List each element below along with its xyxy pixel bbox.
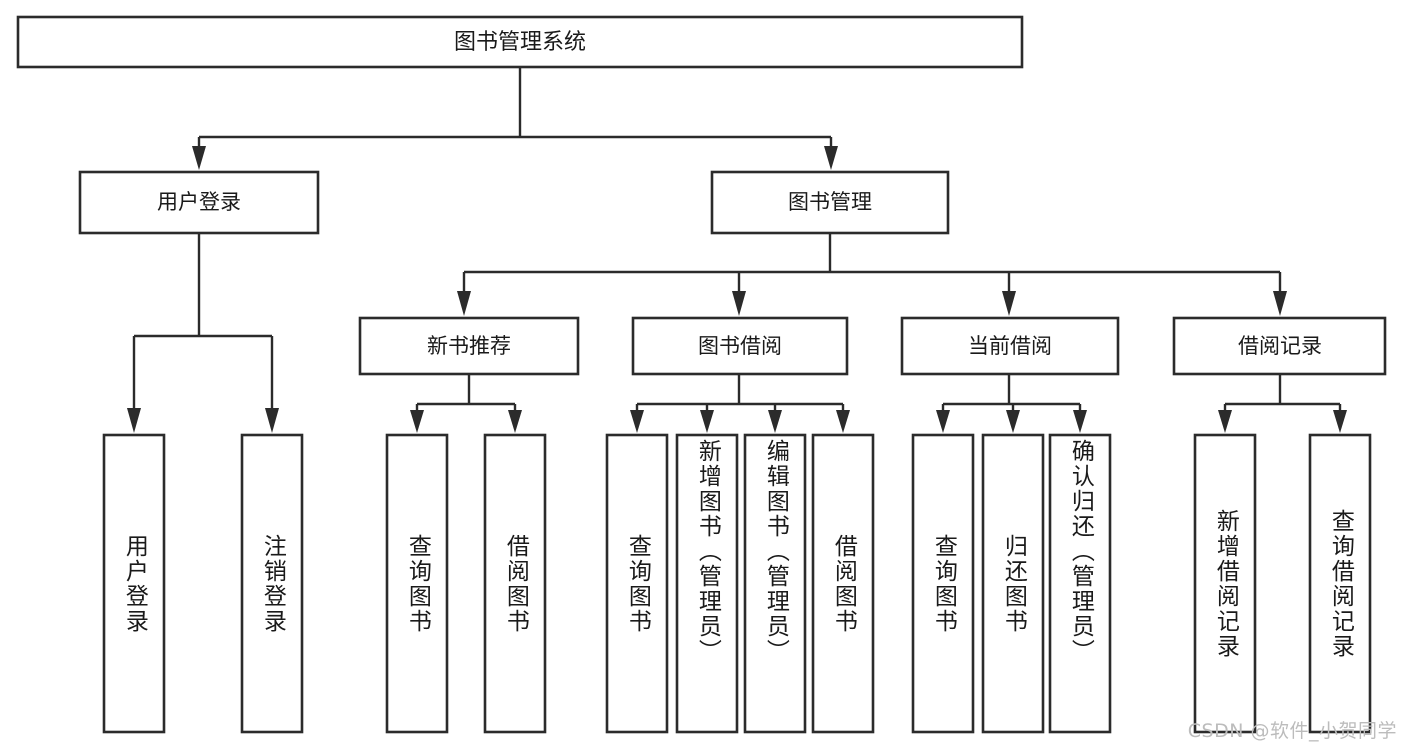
node-book-borrow-label: 图书借阅	[698, 334, 782, 358]
connectors-new-book-to-leaves	[410, 374, 522, 433]
node-current-borrow-label: 当前借阅	[968, 334, 1052, 358]
leaf-boxes	[102, 433, 1372, 734]
leaf-confirm-return-admin-box[interactable]	[1048, 433, 1112, 734]
node-user-login-label: 用户登录	[157, 190, 241, 214]
watermark-text: CSDN @软件_小贺同学	[1187, 720, 1397, 742]
arrow-book-borrow	[732, 291, 746, 316]
arrow-borrow-record	[1273, 291, 1287, 316]
arrow-current-borrow	[1002, 291, 1016, 316]
arrow-leaf-query-book-rec	[410, 410, 424, 433]
connectors-root-to-level1	[192, 67, 838, 170]
node-book-manage-box[interactable]	[710, 170, 950, 235]
leaf-query-book-borrow-box[interactable]	[605, 433, 669, 734]
node-user-login[interactable]: 用户登录	[78, 170, 320, 235]
node-book-manage[interactable]: 图书管理	[710, 170, 950, 235]
arrow-leaf-confirm-return-admin	[1073, 410, 1087, 433]
node-root-label: 图书管理系统	[454, 30, 586, 55]
arrow-leaf-query-book-borrow	[630, 410, 644, 433]
connectors-book-manage-to-level2	[457, 233, 1287, 316]
node-book-manage-label: 图书管理	[788, 190, 872, 214]
arrow-user-login	[192, 146, 206, 170]
node-book-borrow-box[interactable]	[631, 316, 849, 376]
leaf-borrow-book-rec-box[interactable]	[483, 433, 547, 734]
leaf-edit-book-admin-box[interactable]	[743, 433, 807, 734]
connectors-borrow-record-to-leaves	[1218, 374, 1347, 433]
node-root[interactable]: 图书管理系统	[16, 15, 1024, 69]
leaf-return-book-box[interactable]	[981, 433, 1045, 734]
node-borrow-record-box[interactable]	[1172, 316, 1387, 376]
leaf-query-borrow-record-box[interactable]	[1308, 433, 1372, 734]
connectors-book-borrow-to-leaves	[630, 374, 850, 433]
leaf-user-login-box[interactable]	[102, 433, 166, 734]
node-book-borrow[interactable]: 图书借阅	[631, 316, 849, 376]
connectors-current-borrow-to-leaves	[936, 374, 1087, 433]
arrow-leaf-add-borrow-record	[1218, 410, 1232, 433]
arrow-leaf-user-login	[127, 408, 141, 433]
node-new-book-recommend-label: 新书推荐	[427, 334, 511, 358]
arrow-leaf-edit-book-admin	[768, 410, 782, 433]
node-root-box[interactable]	[16, 15, 1024, 69]
arrow-book-manage	[824, 146, 838, 170]
leaf-query-book-rec-box[interactable]	[385, 433, 449, 734]
connectors-user-login-to-leaves	[127, 233, 279, 433]
arrow-leaf-add-book-admin	[700, 410, 714, 433]
arrow-new-book-recommend	[457, 291, 471, 316]
arrow-leaf-query-borrow-record	[1333, 410, 1347, 433]
leaf-query-book-cur-box[interactable]	[911, 433, 975, 734]
node-user-login-box[interactable]	[78, 170, 320, 235]
node-new-book-recommend[interactable]: 新书推荐	[358, 316, 580, 376]
arrow-leaf-borrow-book-rec	[508, 410, 522, 433]
arrow-leaf-borrow-book	[836, 410, 850, 433]
leaf-add-borrow-record-box[interactable]	[1193, 433, 1257, 734]
leaf-logout-login-box[interactable]	[240, 433, 304, 734]
node-current-borrow[interactable]: 当前借阅	[900, 316, 1120, 376]
node-current-borrow-box[interactable]	[900, 316, 1120, 376]
leaf-borrow-book-box[interactable]	[811, 433, 875, 734]
arrow-leaf-query-book-cur	[936, 410, 950, 433]
node-borrow-record[interactable]: 借阅记录	[1172, 316, 1387, 376]
node-new-book-recommend-box[interactable]	[358, 316, 580, 376]
arrow-leaf-logout-login	[265, 408, 279, 433]
arrow-leaf-return-book	[1006, 410, 1020, 433]
node-borrow-record-label: 借阅记录	[1238, 334, 1322, 358]
leaf-add-book-admin-box[interactable]	[675, 433, 739, 734]
